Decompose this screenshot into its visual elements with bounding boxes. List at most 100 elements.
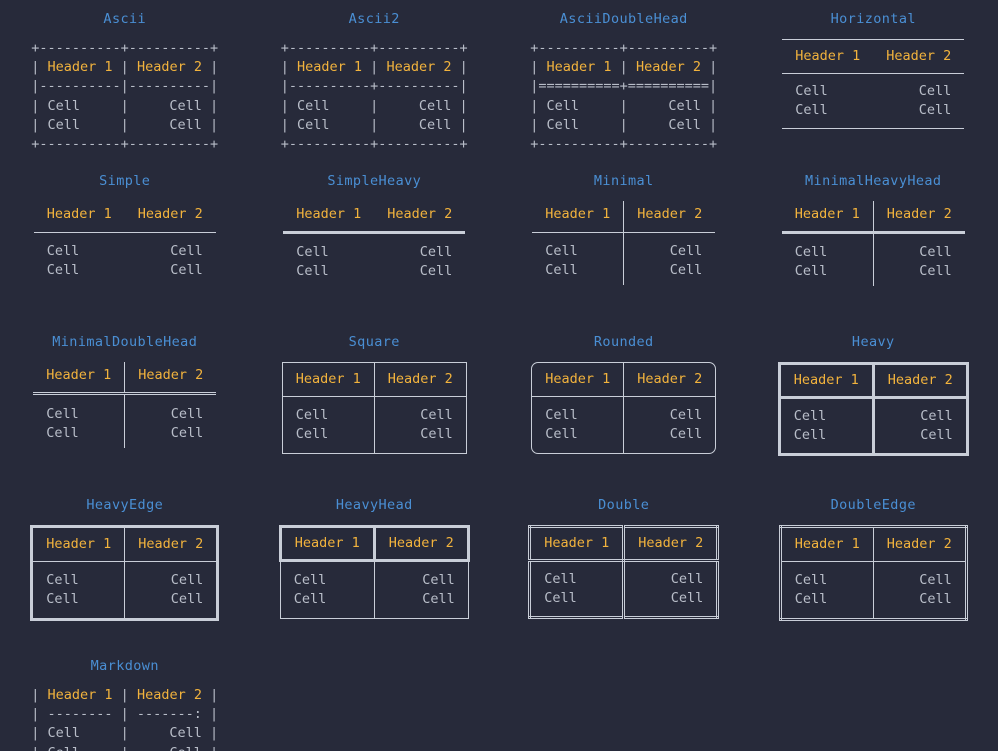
table-row: Cell Cell [529, 560, 718, 589]
table-cell: Cell [170, 591, 204, 607]
column-header-1: Header 1 [781, 201, 874, 234]
table-style-title: AsciiDoubleHead [559, 11, 688, 27]
table-row: Cell Cell [780, 561, 966, 590]
table-art-text: | [451, 59, 468, 76]
table-art-text: +----------+----------+ [530, 136, 718, 153]
column-header-2: Header 2 [374, 526, 470, 562]
table-art-text: | Cell | Cell | [280, 97, 468, 114]
table-art-text: | [280, 59, 298, 76]
table-cell: Cell [282, 396, 375, 425]
table-art-text: +----------+----------+ [280, 136, 468, 153]
table-header-text: Header 2 [635, 59, 701, 76]
table-header-text: Header 1 [546, 59, 612, 76]
table-header-text: Header 2 [136, 59, 202, 76]
table-art-text: +----------+----------+ [31, 136, 219, 153]
table-cell: Cell [780, 561, 874, 590]
table-cell: Cell [532, 261, 625, 285]
table-style-title: DoubleEdge [830, 497, 916, 513]
table-art-text: | [31, 687, 48, 703]
table-cell: Cell [781, 262, 874, 286]
column-header-2: Header 2 [374, 201, 466, 234]
table-style-title: MinimalHeavyHead [805, 173, 942, 189]
table-cell: Cell [529, 589, 626, 618]
table-row: Cell Cell [282, 396, 466, 425]
table-cell: Cell [422, 591, 455, 607]
table-cell: Cell [420, 426, 453, 442]
table-cell: Cell [532, 425, 625, 453]
column-header-1: Header 1 [282, 362, 375, 397]
column-header-2: Header 2 [623, 363, 716, 397]
ascii-table-art: +----------+----------+ | Header 1 | Hea… [281, 39, 468, 154]
column-header-1: Header 1 [278, 526, 376, 562]
column-header-2: Header 2 [623, 201, 716, 233]
table-style-title: Simple [99, 173, 151, 189]
table-cell: Cell [919, 572, 952, 588]
table-cell: Cell [296, 263, 329, 279]
column-header-2: Header 2 [374, 362, 467, 397]
table-cell: Cell [795, 83, 828, 99]
table-cell: Cell [420, 407, 453, 423]
column-header-2: Header 2 [873, 201, 965, 234]
table-art-text: | Cell | Cell | [31, 97, 219, 114]
table-cell: Cell [919, 244, 952, 260]
table-cell: Cell [33, 393, 126, 424]
table-cell: Cell [918, 102, 952, 118]
table-art-text: | Cell | Cell | [530, 116, 718, 133]
table-cell: Cell [422, 572, 455, 588]
table-style-title: Horizontal [830, 11, 916, 27]
table-style-title: MinimalDoubleHead [52, 334, 198, 350]
table-cell: Cell [529, 560, 626, 589]
column-header-1: Header 1 [532, 363, 625, 397]
table-art-text: | [31, 59, 48, 76]
table-cell: Cell [670, 571, 704, 587]
table-header-text: Header 1 [47, 59, 113, 76]
ascii-table-art: | Header 1 | Header 2 | | -------- | ---… [31, 686, 218, 751]
table-art-text: | [362, 59, 387, 76]
table-cell: Cell [33, 424, 126, 448]
table-style-title: Square [348, 334, 400, 350]
table-cell: Cell [919, 263, 952, 279]
table-cell: Cell [296, 244, 329, 260]
column-header-2: Header 2 [124, 526, 218, 562]
table-cell: Cell [920, 427, 953, 443]
column-header-2: Header 2 [124, 201, 216, 233]
table-cell: Cell [780, 590, 874, 620]
